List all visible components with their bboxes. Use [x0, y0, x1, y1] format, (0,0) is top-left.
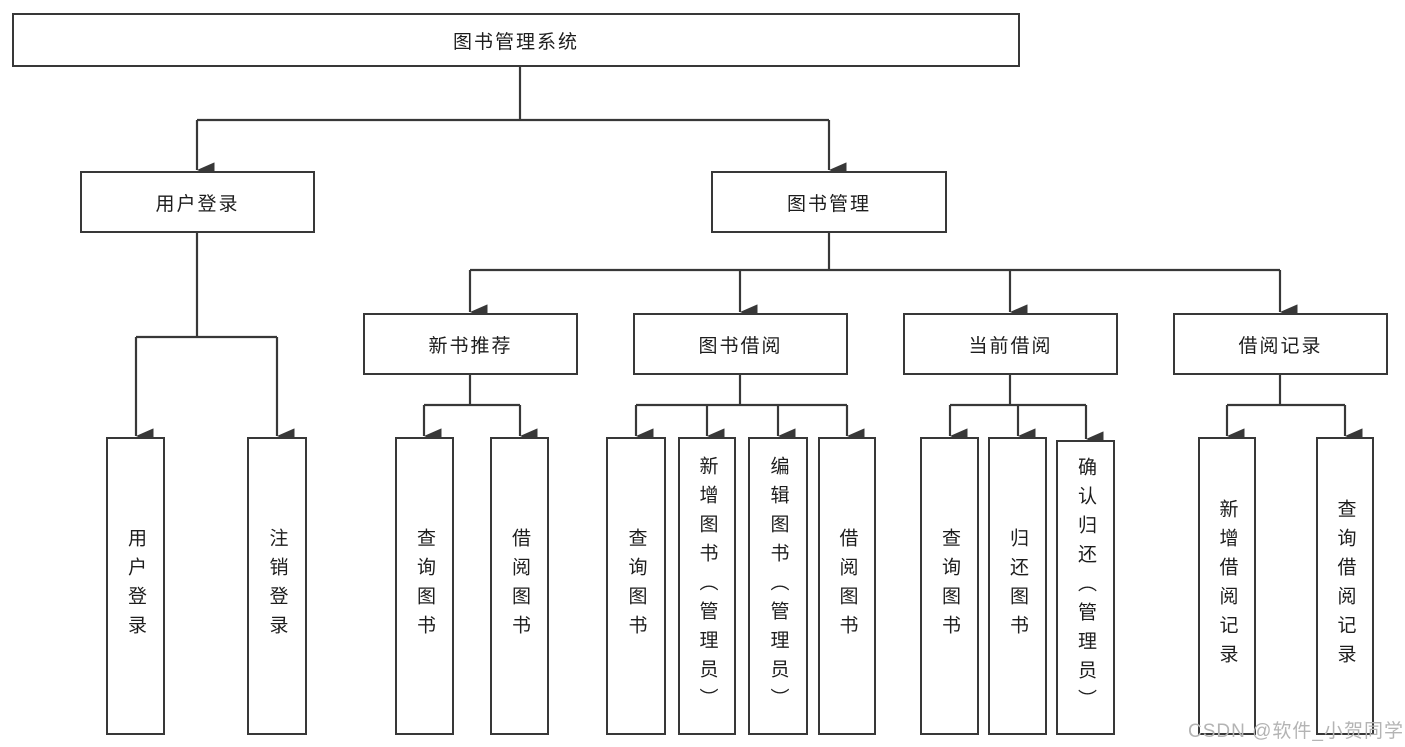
node-library-system-label: 图书管理系统: [452, 31, 579, 53]
node-borrow-records-label: 借阅记录: [1238, 335, 1323, 357]
node-new-book-recommend-label: 新书推荐: [428, 335, 513, 357]
leaf-confirm-return-admin-label: 确认归还（管理员）: [1075, 457, 1096, 718]
node-book-management: 图书管理: [711, 171, 947, 233]
leaf-query-borrow-record: 查询借阅记录: [1316, 437, 1374, 735]
leaf-query-books-recommend: 查询图书: [395, 437, 454, 735]
leaf-query-books-recommend-label: 查询图书: [414, 528, 435, 644]
leaf-query-borrow-record-label: 查询借阅记录: [1334, 499, 1356, 673]
csdn-watermark: CSDN @软件_小贺同学: [1188, 721, 1404, 742]
leaf-borrow-books-recommend-label: 借阅图书: [509, 528, 530, 644]
leaf-logout-label: 注销登录: [266, 528, 288, 644]
edges-root: [195, 67, 847, 178]
node-library-system: 图书管理系统: [12, 13, 1020, 67]
leaf-add-borrow-record-label: 新增借阅记录: [1216, 499, 1238, 673]
leaf-user-login: 用户登录: [106, 437, 165, 735]
edges-borrow-records: [1225, 375, 1363, 444]
leaf-add-borrow-record: 新增借阅记录: [1198, 437, 1256, 735]
leaf-return-books: 归还图书: [988, 437, 1047, 735]
leaf-borrow-books-borrow: 借阅图书: [818, 437, 876, 735]
leaf-user-login-label: 用户登录: [125, 528, 146, 644]
leaf-query-books-current-label: 查询图书: [939, 528, 960, 644]
edges-new-book-recommend: [422, 375, 538, 444]
leaf-add-books-admin-label: 新增图书（管理员）: [696, 455, 718, 717]
leaf-edit-books-admin: 编辑图书（管理员）: [748, 437, 808, 735]
node-current-borrow: 当前借阅: [903, 313, 1118, 375]
edges-book-management: [468, 233, 1298, 320]
leaf-query-books-current: 查询图书: [920, 437, 979, 735]
leaf-borrow-books-borrow-label: 借阅图书: [836, 528, 858, 644]
node-book-borrow: 图书借阅: [633, 313, 848, 375]
leaf-edit-books-admin-label: 编辑图书（管理员）: [767, 455, 789, 717]
edges-current-borrow: [948, 375, 1104, 447]
leaf-return-books-label: 归还图书: [1007, 528, 1028, 644]
node-user-login: 用户登录: [80, 171, 315, 233]
edges-user-login: [134, 233, 295, 444]
node-borrow-records: 借阅记录: [1173, 313, 1388, 375]
node-book-management-label: 图书管理: [786, 193, 871, 215]
leaf-logout: 注销登录: [247, 437, 307, 735]
leaf-borrow-books-recommend: 借阅图书: [490, 437, 549, 735]
node-book-borrow-label: 图书借阅: [698, 335, 783, 357]
node-current-borrow-label: 当前借阅: [968, 335, 1053, 357]
edges-book-borrow: [634, 375, 865, 444]
leaf-query-books-borrow-label: 查询图书: [625, 528, 647, 644]
leaf-add-books-admin: 新增图书（管理员）: [678, 437, 736, 735]
leaf-query-books-borrow: 查询图书: [606, 437, 666, 735]
leaf-confirm-return-admin: 确认归还（管理员）: [1056, 440, 1115, 735]
node-user-login-label: 用户登录: [155, 193, 240, 215]
node-new-book-recommend: 新书推荐: [363, 313, 578, 375]
